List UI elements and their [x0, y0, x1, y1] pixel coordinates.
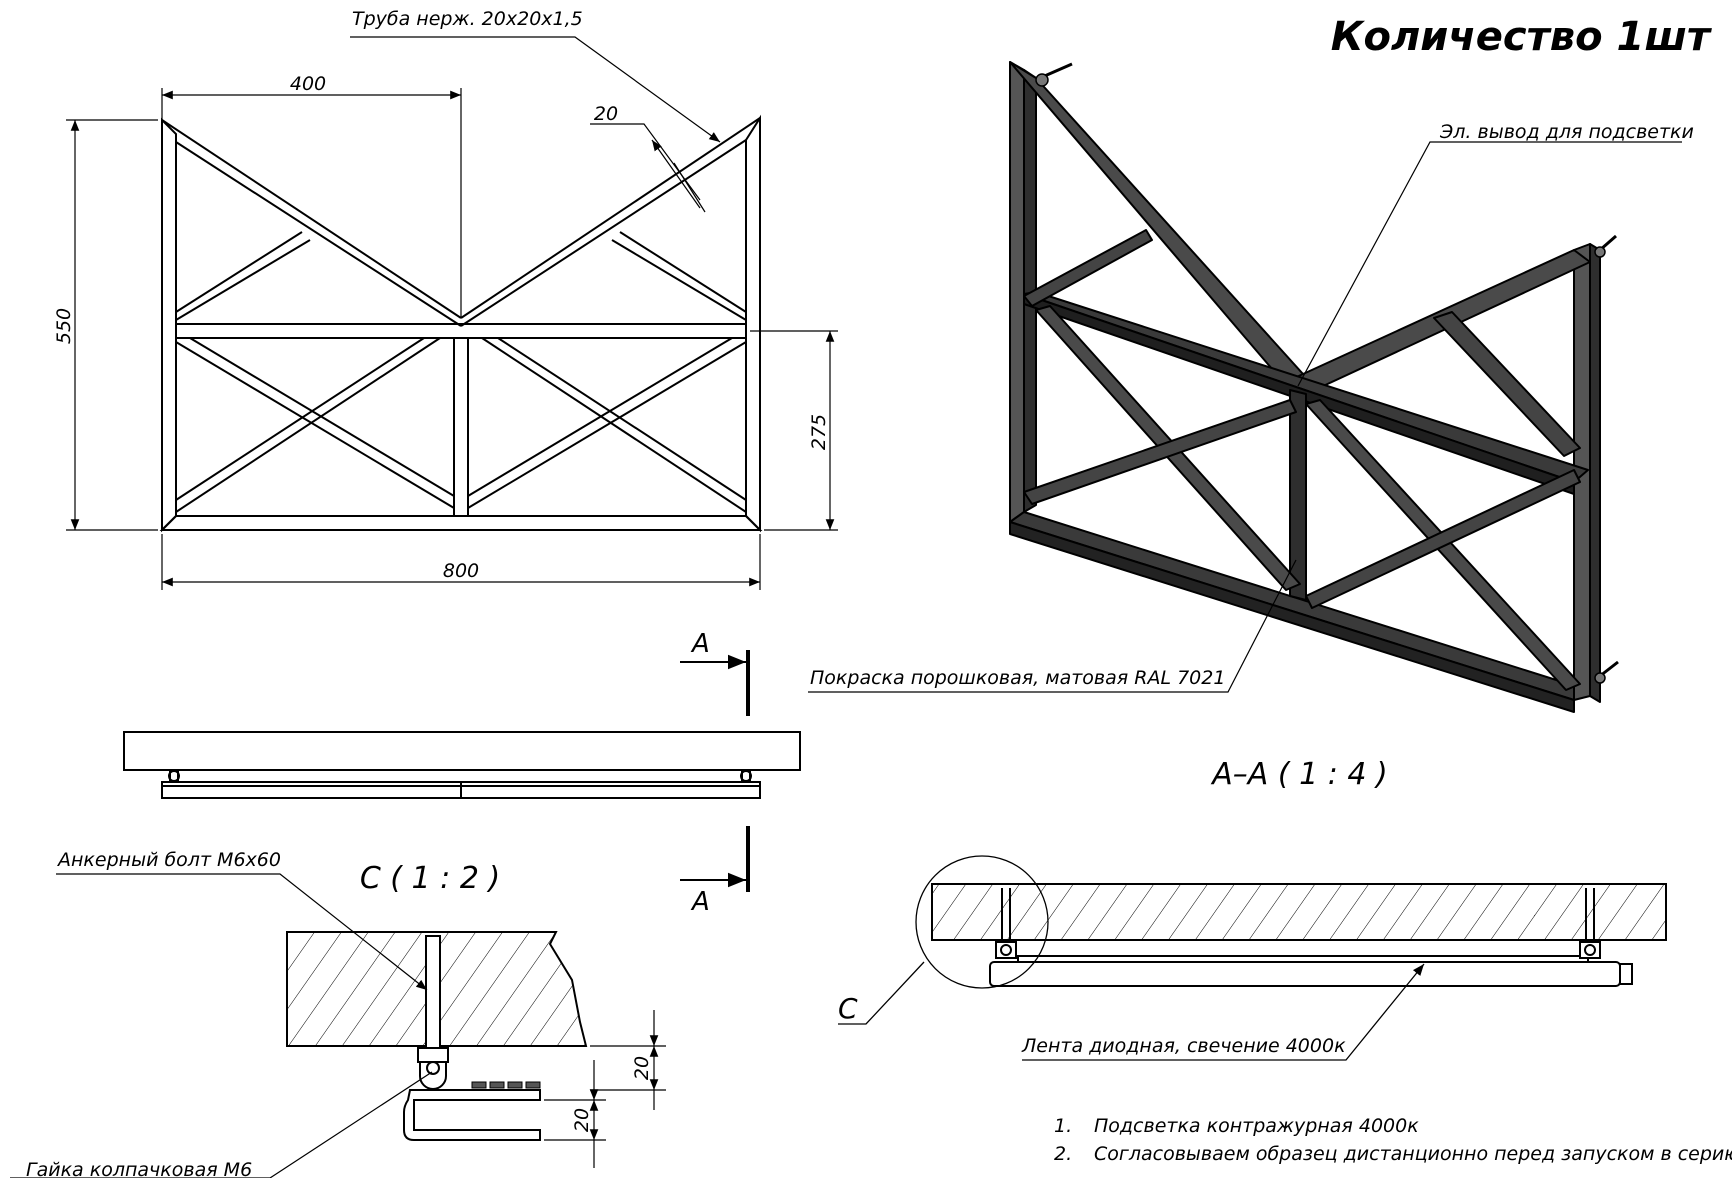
- notes-list: 1. Подсветка контражурная 4000к 2. Согла…: [1054, 1115, 1732, 1165]
- detail-letter: C: [838, 992, 858, 1025]
- dim-height-half: 275: [808, 414, 830, 450]
- dim-width-total: 800: [443, 560, 479, 582]
- anchor-label: Анкерный болт М6х60: [56, 849, 281, 871]
- note-number: 2.: [1054, 1143, 1072, 1165]
- paint-label: Покраска порошковая, матовая RAL 7021: [810, 667, 1225, 689]
- dim-height-total: 550: [53, 308, 75, 344]
- note-number: 1.: [1054, 1115, 1072, 1137]
- detail-c-dimensions: [10, 873, 666, 1178]
- detail-title: C ( 1 : 2 ): [360, 861, 500, 896]
- section-cut-marks: [680, 650, 750, 892]
- wire-outlet-label: Эл. вывод для подсветки: [1439, 121, 1694, 143]
- section-title: A–A ( 1 : 4 ): [1210, 757, 1387, 792]
- nut-label: Гайка колпачковая М6: [26, 1159, 252, 1178]
- front-view-dimensions: [66, 36, 838, 590]
- detail-c: [286, 931, 588, 1141]
- tube-label: Труба нерж. 20x20x1,5: [352, 8, 583, 30]
- note-text: Подсветка контражурная 4000к: [1094, 1115, 1419, 1137]
- detail-c-callout: [838, 855, 1425, 1061]
- section-letter-top: A: [690, 629, 710, 659]
- dim-detail-profile: 20: [571, 1108, 593, 1132]
- note-text: Согласовываем образец дистанционно перед…: [1094, 1143, 1732, 1165]
- dim-width-half: 400: [290, 73, 326, 95]
- led-strip-label: Лента диодная, свечение 4000к: [1021, 1035, 1346, 1057]
- section-letter-bottom: A: [690, 887, 710, 917]
- dim-tube-size: 20: [594, 103, 618, 125]
- dim-detail-gap: 20: [631, 1056, 653, 1080]
- isometric-view: [1009, 61, 1619, 713]
- quantity-title: Количество 1шт: [1331, 14, 1713, 60]
- isometric-leaders: [808, 141, 1682, 693]
- side-view: [123, 731, 801, 799]
- section-aa: [931, 883, 1667, 987]
- front-view: [159, 114, 763, 533]
